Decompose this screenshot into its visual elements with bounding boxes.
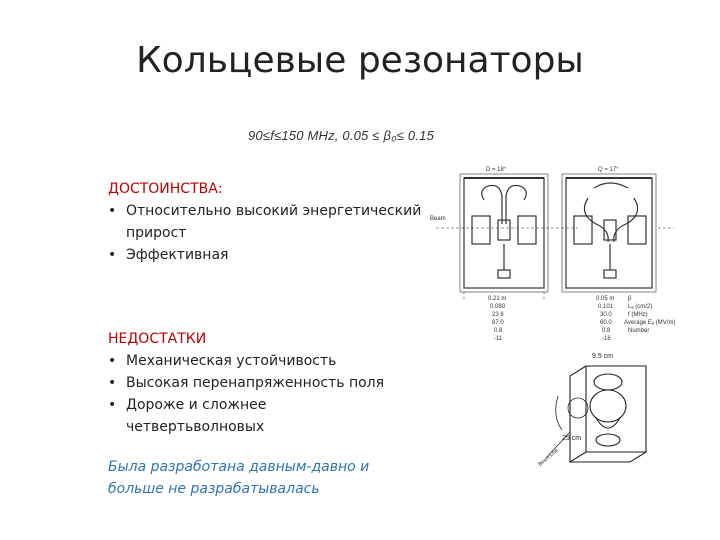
param-label: β	[628, 296, 632, 302]
param-label: Average Eₐ (MV/m)	[624, 320, 675, 326]
history-note: Была разработана давным-давно и больше н…	[108, 459, 370, 497]
left-dim: 0.21 m	[488, 296, 506, 302]
right-resonator-body	[565, 177, 653, 289]
left-dim: 0.080	[490, 304, 506, 310]
list-item: •Дороже и сложнее четвертьволновых	[108, 397, 267, 435]
list-item: •Высокая перенапряженность поля	[108, 375, 385, 391]
beam-label: Beam	[430, 216, 446, 222]
resonator-cross-sections: D = 18° Q = 17° Beam 0.21 m 0.080 23.6 8…	[430, 167, 675, 342]
left-dim: 0.8	[494, 328, 503, 334]
advantages-heading: ДОСТОИНСТВА:	[108, 181, 223, 197]
right-gap-label: Q = 17°	[598, 167, 619, 173]
right-dim: 0.8	[602, 328, 611, 334]
disadvantages-heading: НЕДОСТАТКИ	[108, 331, 207, 347]
param-label: Lₐ (cm/2)	[628, 304, 652, 310]
list-item: •Относительно высокий энергетический при…	[108, 203, 422, 241]
advantages-section: ДОСТОИНСТВА: •Относительно высокий энерг…	[108, 178, 426, 266]
right-dim: -16	[602, 336, 611, 342]
list-item: •Эффективная	[108, 247, 229, 263]
slide-title: Кольцевые резонаторы	[136, 40, 584, 81]
left-gap-label: D = 18°	[486, 167, 507, 173]
beam-line-label: Beam Line	[537, 447, 559, 467]
left-dim: 87.0	[492, 320, 504, 326]
left-dim: -11	[494, 336, 503, 342]
right-dim: 0.101	[598, 304, 614, 310]
left-dim: 23.6	[492, 312, 504, 318]
param-label: f (MHz)	[628, 312, 648, 318]
dim-top-label: 9.5 cm	[592, 353, 613, 360]
right-dim: 60.0	[600, 320, 612, 326]
right-dim: 30.0	[600, 312, 612, 318]
left-resonator-body	[463, 177, 545, 289]
right-dim: 0.05 m	[596, 296, 614, 302]
resonator-3d-cutaway: 9.5 cm 25 cm Beam Line	[537, 353, 647, 468]
disadvantages-section: НЕДОСТАТКИ •Механическая устойчивость •В…	[108, 328, 426, 438]
formula: 90≤f≤150 MHz, 0.05 ≤ β₀≤ 0.15	[248, 128, 434, 143]
list-item: •Механическая устойчивость	[108, 353, 337, 369]
param-label: Number	[628, 328, 649, 334]
dim-side-label: 25 cm	[562, 435, 581, 442]
